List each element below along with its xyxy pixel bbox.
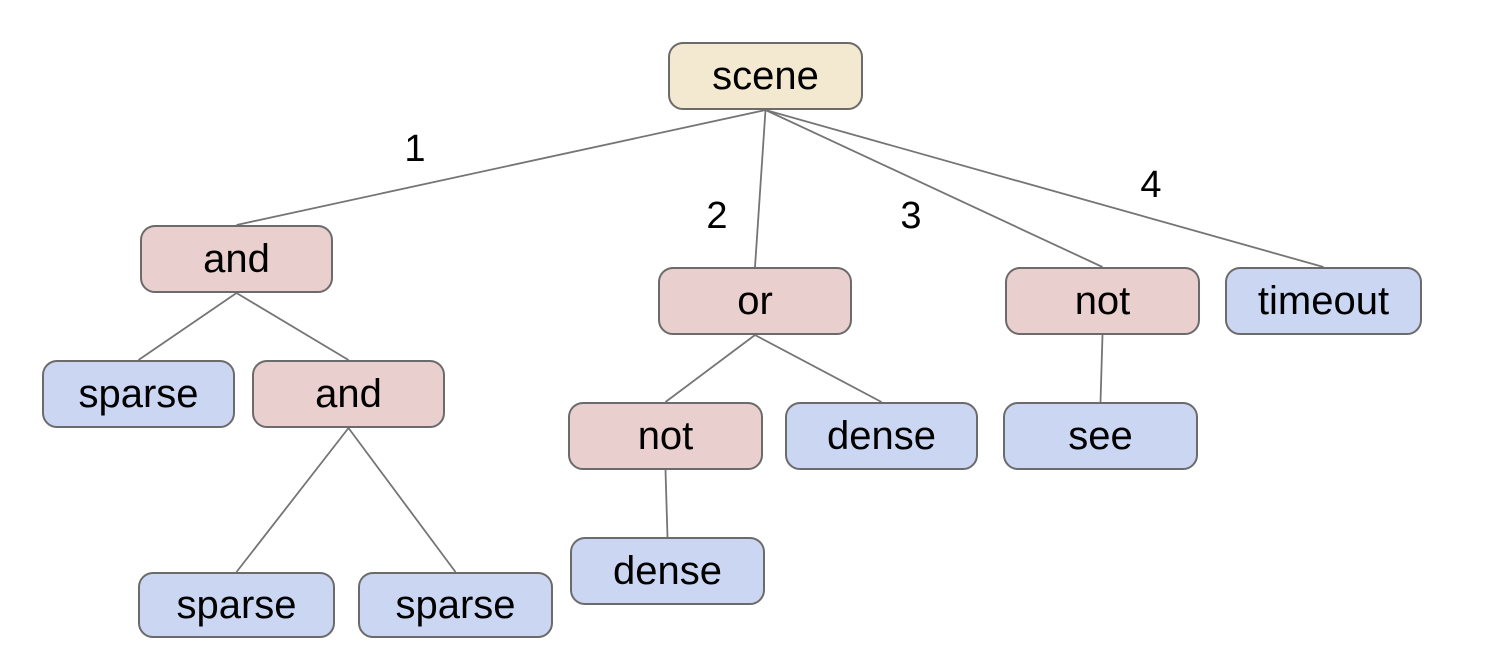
node-label: not <box>1074 279 1131 323</box>
tree-edge-and1-and2 <box>236 292 349 361</box>
node-label: sparse <box>176 583 297 627</box>
tree-edge-and2-sparse3 <box>347 427 457 573</box>
tree-edge-not1-see1 <box>1099 334 1104 403</box>
edge-label: 2 <box>706 195 727 237</box>
node-label: sparse <box>78 372 199 416</box>
tree-node-sparse3: sparse <box>358 572 553 638</box>
node-label: dense <box>613 549 722 593</box>
edge-label: 1 <box>404 128 425 170</box>
node-label: see <box>1068 414 1133 458</box>
tree-edge-or1-dense1 <box>754 334 882 403</box>
node-label: and <box>315 372 382 416</box>
node-label: and <box>203 237 270 281</box>
node-label: timeout <box>1257 279 1390 323</box>
tree-node-and1: and <box>140 225 333 293</box>
tree-node-not2: not <box>568 402 763 470</box>
node-label: sparse <box>395 583 516 627</box>
tree-edge-not2-dense2 <box>664 469 669 538</box>
edge-label: 3 <box>900 195 921 237</box>
tree-edge-or1-not2 <box>664 334 756 403</box>
tree-edge-scene-not1 <box>765 109 1103 268</box>
tree-node-and2: and <box>252 360 445 428</box>
tree-node-not1: not <box>1005 267 1200 335</box>
tree-edge-and2-sparse2 <box>235 427 350 573</box>
tree-edge-scene-timeout1 <box>765 109 1324 268</box>
edge-label: 4 <box>1140 164 1161 206</box>
tree-node-sparse2: sparse <box>138 572 335 638</box>
tree-edge-scene-or1 <box>754 109 767 268</box>
tree-node-see1: see <box>1003 402 1198 470</box>
node-label: not <box>637 414 694 458</box>
node-label: scene <box>712 54 819 98</box>
node-label: dense <box>827 414 936 458</box>
tree-edge-and1-sparse1 <box>137 292 238 361</box>
tree-node-dense2: dense <box>570 537 765 605</box>
tree-node-or1: or <box>658 267 852 335</box>
tree-node-dense1: dense <box>785 402 978 470</box>
tree-node-sparse1: sparse <box>42 360 235 428</box>
tree-edge-scene-and1 <box>236 109 766 226</box>
tree-node-scene: scene <box>668 42 863 110</box>
node-label: or <box>737 279 773 323</box>
tree-node-timeout1: timeout <box>1225 267 1422 335</box>
